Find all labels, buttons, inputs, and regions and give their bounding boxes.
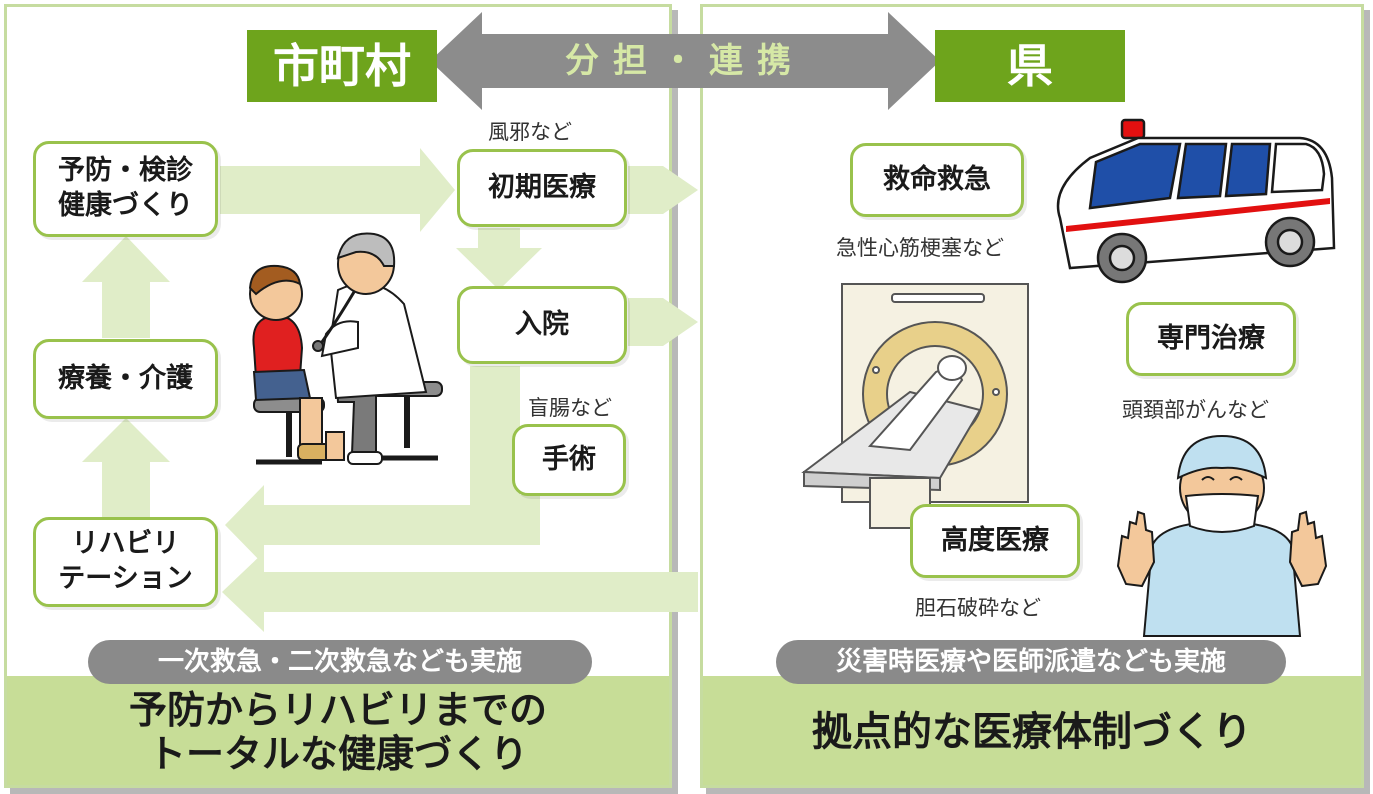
- emergency-label: 救命救急: [883, 163, 991, 195]
- advanced-box: 高度医療: [910, 504, 1080, 578]
- municipal-header: 市町村: [247, 30, 437, 102]
- share-cooperation-arrow: [430, 12, 940, 110]
- hospitalization-label: 入院: [515, 308, 569, 340]
- primary-care-label: 初期医療: [488, 171, 596, 203]
- prefecture-pill: 災害時医療や医師派遣なども実施: [776, 640, 1286, 684]
- advanced-label: 高度医療: [941, 524, 1049, 556]
- hospitalization-box: 入院: [457, 286, 627, 364]
- emergency-box: 救命救急: [850, 143, 1024, 217]
- specialized-label: 専門治療: [1157, 322, 1265, 354]
- surgeon-illustration: [1116, 434, 1328, 637]
- prefecture-footer: 拠点的な医療体制づくり: [703, 676, 1361, 785]
- doctor-examining-child-illustration: [248, 232, 443, 465]
- prefecture-footer-text: 拠点的な医療体制づくり: [812, 709, 1252, 755]
- prevention-box: 予防・検診 健康づくり: [33, 141, 218, 237]
- surgery-note: 盲腸など: [528, 396, 612, 420]
- municipal-footer-text: 予防からリハビリまでの トータルな健康づくり: [128, 688, 547, 776]
- header-center-label: 分担・連携: [565, 41, 805, 81]
- primary-care-note: 風邪など: [488, 120, 572, 144]
- surgery-label: 手術: [542, 443, 596, 475]
- specialized-box: 専門治療: [1126, 302, 1296, 376]
- recuperation-label: 療養・介護: [58, 362, 193, 394]
- rehabilitation-label: リハビリ テーション: [58, 528, 193, 594]
- prefecture-header: 県: [935, 30, 1125, 102]
- recuperation-box: 療養・介護: [33, 339, 218, 419]
- specialized-note: 頭頚部がんなど: [1122, 398, 1269, 422]
- ct-scanner-illustration: [801, 283, 1029, 529]
- municipal-pill: 一次救急・二次救急なども実施: [88, 640, 592, 684]
- rehabilitation-box: リハビリ テーション: [33, 517, 218, 607]
- emergency-note: 急性心筋梗塞など: [836, 236, 1004, 260]
- municipal-footer: 予防からリハビリまでの トータルな健康づくり: [7, 676, 669, 785]
- primary-care-box: 初期医療: [457, 149, 627, 227]
- advanced-note: 胆石破砕など: [915, 596, 1041, 620]
- surgery-box: 手術: [512, 424, 626, 496]
- prevention-label: 予防・検診 健康づくり: [58, 155, 193, 221]
- ambulance-icon: [1056, 118, 1336, 284]
